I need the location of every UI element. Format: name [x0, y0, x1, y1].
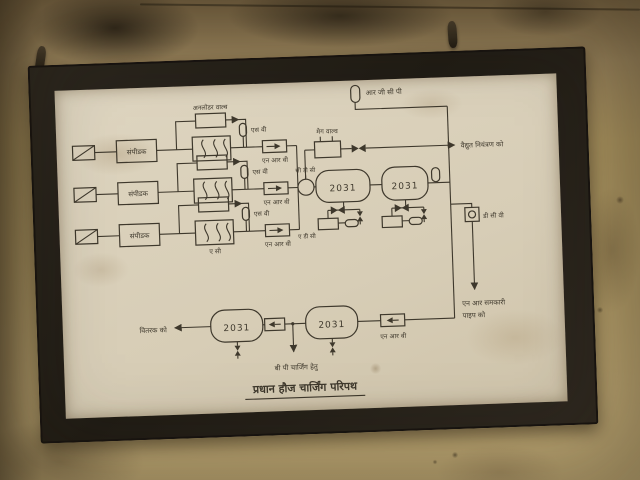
- compressor-box: [118, 222, 161, 248]
- nrv-label: एन आर वी: [263, 198, 290, 207]
- reservoir-2-drain: [381, 199, 428, 229]
- mag-valve-label: मैग वाल्व: [316, 127, 338, 136]
- nrv-label: एन आर वी: [380, 332, 407, 341]
- nrv-label: एन आर वी: [262, 156, 289, 165]
- drain-capsule: [408, 216, 423, 226]
- compressor-label: संपीडक: [130, 231, 151, 241]
- reservoir-1-label: 2031: [329, 183, 356, 194]
- valve-icon: [351, 144, 359, 153]
- mag-valve-box: [313, 140, 342, 159]
- main-reservoir-line: सी डी सी 2031 2031: [295, 145, 450, 230]
- unloader-valve-box: [197, 196, 230, 213]
- diagram-title: प्रधान हौज चार्जिंग परिपथ: [252, 379, 359, 397]
- rgcp-label: आर जी सी पी: [366, 87, 403, 97]
- adc-box: [381, 215, 404, 229]
- dcv-branch: डी सी वी एन आर समकारी पाइप को: [450, 202, 505, 320]
- dcv-box: [464, 206, 480, 223]
- bp-charging-label: बी पी चार्जिंग हेतु: [275, 362, 319, 373]
- reservoir-1-drain: ए डी सी: [298, 201, 364, 241]
- valve-icon: [358, 144, 366, 153]
- safety-valve-label: एस वी: [252, 168, 268, 177]
- diagram-title-group: प्रधान हौज चार्जिंग परिपथ: [245, 379, 366, 401]
- nr-equalizing-label-2: पाइप को: [462, 310, 485, 320]
- compressor-row-3: संपीडक ए सी एस वी: [74, 196, 300, 256]
- adc-box: [317, 217, 340, 231]
- safety-valve-icon: [430, 167, 441, 183]
- after-cooler-label: ए सी: [209, 247, 221, 255]
- compressor-row-2: संपीडक एस वी एन आर वी: [73, 154, 299, 207]
- adc-label: ए डी सी: [298, 232, 316, 241]
- cdc-gauge-icon: [297, 178, 315, 196]
- unloader-valve-label: अनलोडर वाल्व: [193, 103, 228, 112]
- reservoir-2-label: 2031: [391, 181, 418, 192]
- safety-valve-icon: [240, 164, 249, 179]
- unloader-valve-box: [196, 154, 228, 171]
- schematic-board: संपीडक अनलोडर वाल्व एस वी: [54, 73, 568, 419]
- schematic-svg: संपीडक अनलोडर वाल्व एस वी: [71, 84, 505, 401]
- safety-valve-icon: [238, 122, 248, 137]
- compressor-label: संपीडक: [128, 189, 149, 199]
- safety-valve-label: एस वी: [254, 209, 270, 218]
- nrv-label: एन आर वी: [265, 240, 292, 249]
- safety-valve-icon: [241, 206, 251, 221]
- rgcp-icon: [350, 84, 361, 104]
- to-distributor-label: वितरक को: [139, 325, 167, 335]
- drain-capsule: [344, 218, 359, 228]
- safety-valve-label: एस वी: [251, 126, 267, 135]
- compressor-label: संपीडक: [127, 147, 148, 157]
- mag-valve-branch: मैग वाल्व वैद्युत नियंत्रण को: [304, 127, 504, 180]
- board-frame: संपीडक अनलोडर वाल्व एस वी: [27, 46, 599, 444]
- right-bus: [446, 106, 456, 319]
- nrv-box: [261, 139, 288, 154]
- rgcp-line: आर जी सी पी: [350, 84, 456, 319]
- nr-equalizing-label-1: एन आर समकारी: [462, 297, 505, 308]
- bottom-row: एन आर वी 2031 बी पी चार्जिंग हेतु 2031 व…: [139, 305, 455, 373]
- dcv-label: डी सी वी: [482, 211, 504, 220]
- reservoir-3-label: 2031: [318, 320, 345, 331]
- reservoir-4-label: 2031: [223, 323, 250, 334]
- unloader-valve-box: [194, 112, 227, 129]
- to-electric-control-label: वैद्युत नियंत्रण को: [460, 139, 503, 149]
- compressor-row-1: संपीडक अनलोडर वाल्व एस वी: [71, 103, 297, 165]
